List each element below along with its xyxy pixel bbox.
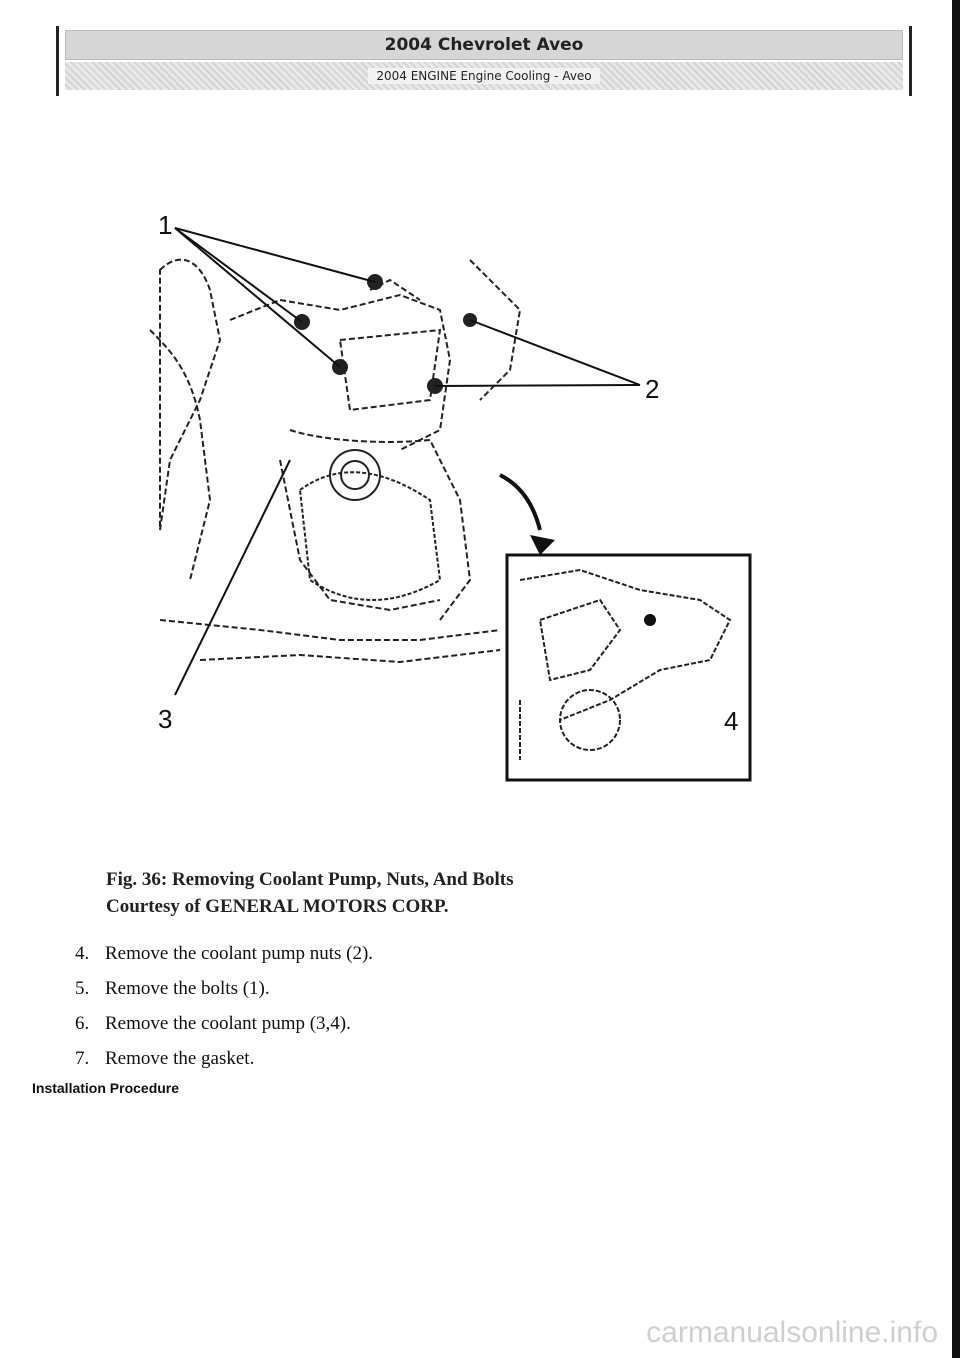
page-right-border <box>952 0 960 1358</box>
coolant-pump-illustration: 1 2 3 4 <box>140 200 760 800</box>
step-number: 7. <box>75 1048 90 1069</box>
callout-3: 3 <box>158 704 172 734</box>
callout-2: 2 <box>645 374 659 404</box>
step-number: 4. <box>75 943 90 964</box>
list-item: 6. Remove the coolant pump (3,4). <box>75 1006 775 1041</box>
header-title: 2004 Chevrolet Aveo <box>65 30 903 60</box>
watermark: carmanualsonline.info <box>646 1316 938 1349</box>
step-text: Remove the bolts (1). <box>105 978 270 999</box>
figure-caption: Fig. 36: Removing Coolant Pump, Nuts, An… <box>106 866 706 920</box>
caption-title: Fig. 36: Removing Coolant Pump, Nuts, An… <box>106 869 514 890</box>
procedure-steps: 4. Remove the coolant pump nuts (2). 5. … <box>75 936 775 1076</box>
list-item: 5. Remove the bolts (1). <box>75 971 775 1006</box>
callout-4: 4 <box>724 706 738 736</box>
page-header: 2004 Chevrolet Aveo 2004 ENGINE Engine C… <box>56 26 912 96</box>
caption-credit: Courtesy of GENERAL MOTORS CORP. <box>106 896 449 917</box>
step-number: 5. <box>75 978 90 999</box>
step-text: Remove the coolant pump (3,4). <box>105 1013 351 1034</box>
step-text: Remove the coolant pump nuts (2). <box>105 943 374 964</box>
engine-diagram: 1 2 3 4 <box>149 210 752 782</box>
header-subtitle: 2004 ENGINE Engine Cooling - Aveo <box>368 68 600 84</box>
section-heading: Installation Procedure <box>32 1080 180 1096</box>
callout-1: 1 <box>158 210 172 240</box>
list-item: 7. Remove the gasket. <box>75 1041 775 1076</box>
step-number: 6. <box>75 1013 90 1034</box>
step-text: Remove the gasket. <box>105 1048 255 1069</box>
list-item: 4. Remove the coolant pump nuts (2). <box>75 936 775 971</box>
header-subtitle-bar: 2004 ENGINE Engine Cooling - Aveo <box>65 62 903 90</box>
